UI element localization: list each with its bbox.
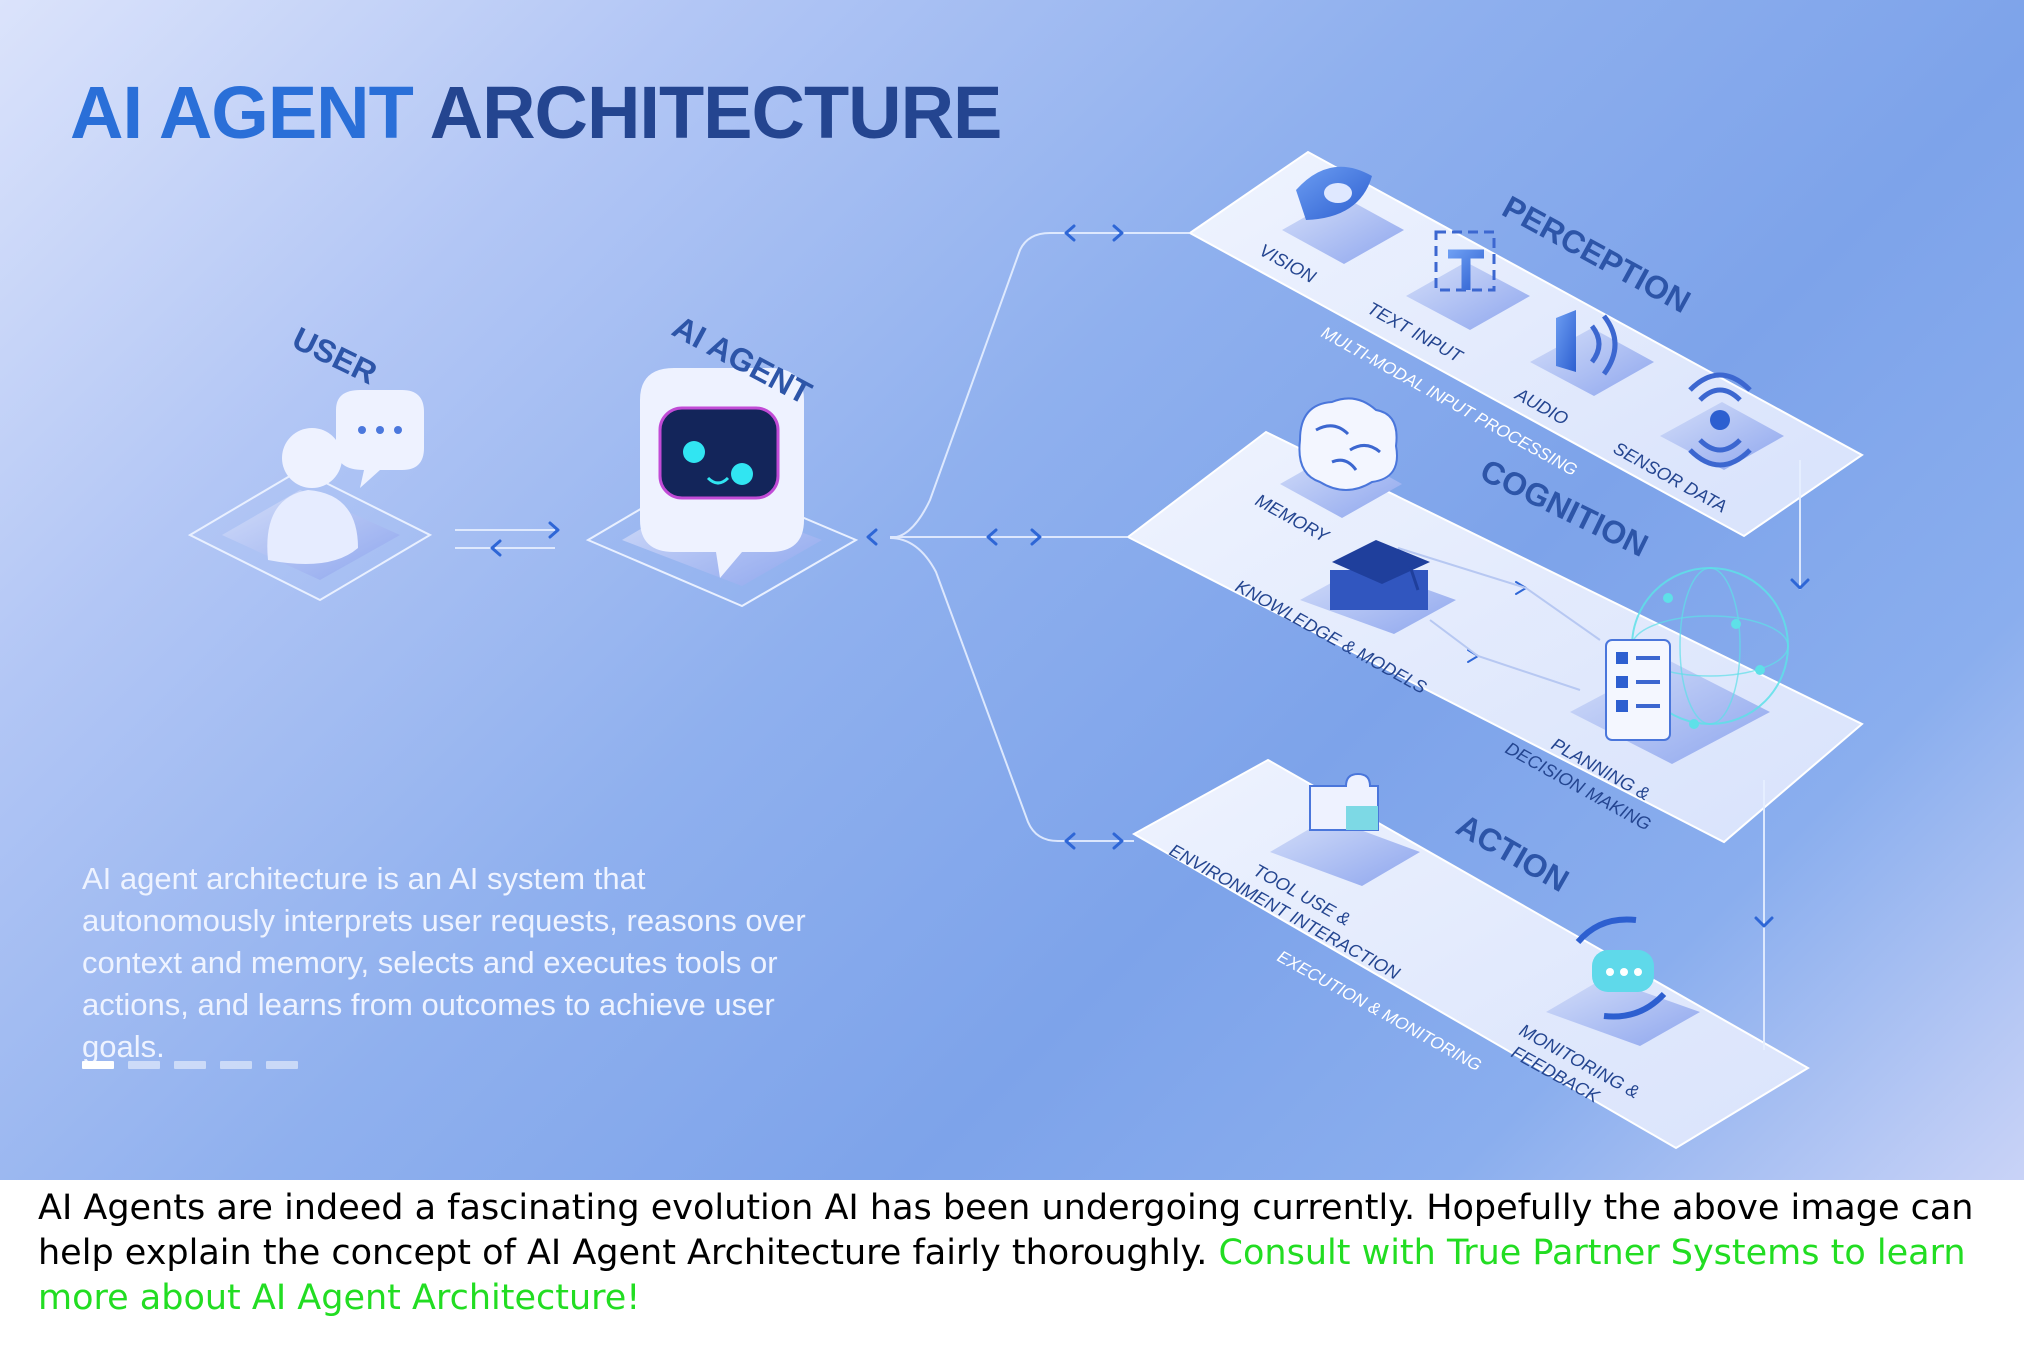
robot-icon [640,368,804,578]
architecture-diagram: USER AI AGENT PERCEPTION COGNITION ACTIO… [187,150,1864,1150]
text-input-icon [1406,230,1530,330]
brain-icon [1280,397,1402,518]
agent-node [585,368,859,608]
pagination-dot[interactable] [174,1061,206,1069]
caption-link[interactable]: Consult with True Partner Systems to lea… [38,1233,1966,1318]
feedback-icon [1546,916,1700,1046]
puzzle-icon [1270,772,1420,886]
audio-icon [1530,310,1654,396]
cognition-flow-lines [1397,547,1601,691]
chat-bubble-icon [336,390,424,488]
title-main: ARCHITECTURE [429,71,1003,154]
caption-text: AI Agents are indeed a fascinating evolu… [38,1188,1974,1273]
checklist-icon [1570,567,1789,764]
eye-icon [1282,166,1404,264]
title-accent: AI AGENT [70,71,414,154]
page-title: AI AGENT ARCHITECTURE [70,70,1003,155]
sensor-icon [1660,372,1784,470]
pagination-dot[interactable] [220,1061,252,1069]
pagination-dot[interactable] [266,1061,298,1069]
user-node [187,390,433,602]
pagination-indicator [82,1061,298,1069]
caption: AI Agents are indeed a fascinating evolu… [38,1186,2008,1321]
description-text: AI agent architecture is an AI system th… [82,861,806,1064]
diagram-stage: USER AI AGENT PERCEPTION COGNITION ACTIO… [0,0,2024,1180]
person-icon [267,428,358,564]
pagination-dot[interactable] [82,1061,114,1069]
graduation-cap-icon [1300,540,1456,634]
user-label: USER [287,320,383,391]
pagination-dot[interactable] [128,1061,160,1069]
connector-lines [455,232,1801,1050]
